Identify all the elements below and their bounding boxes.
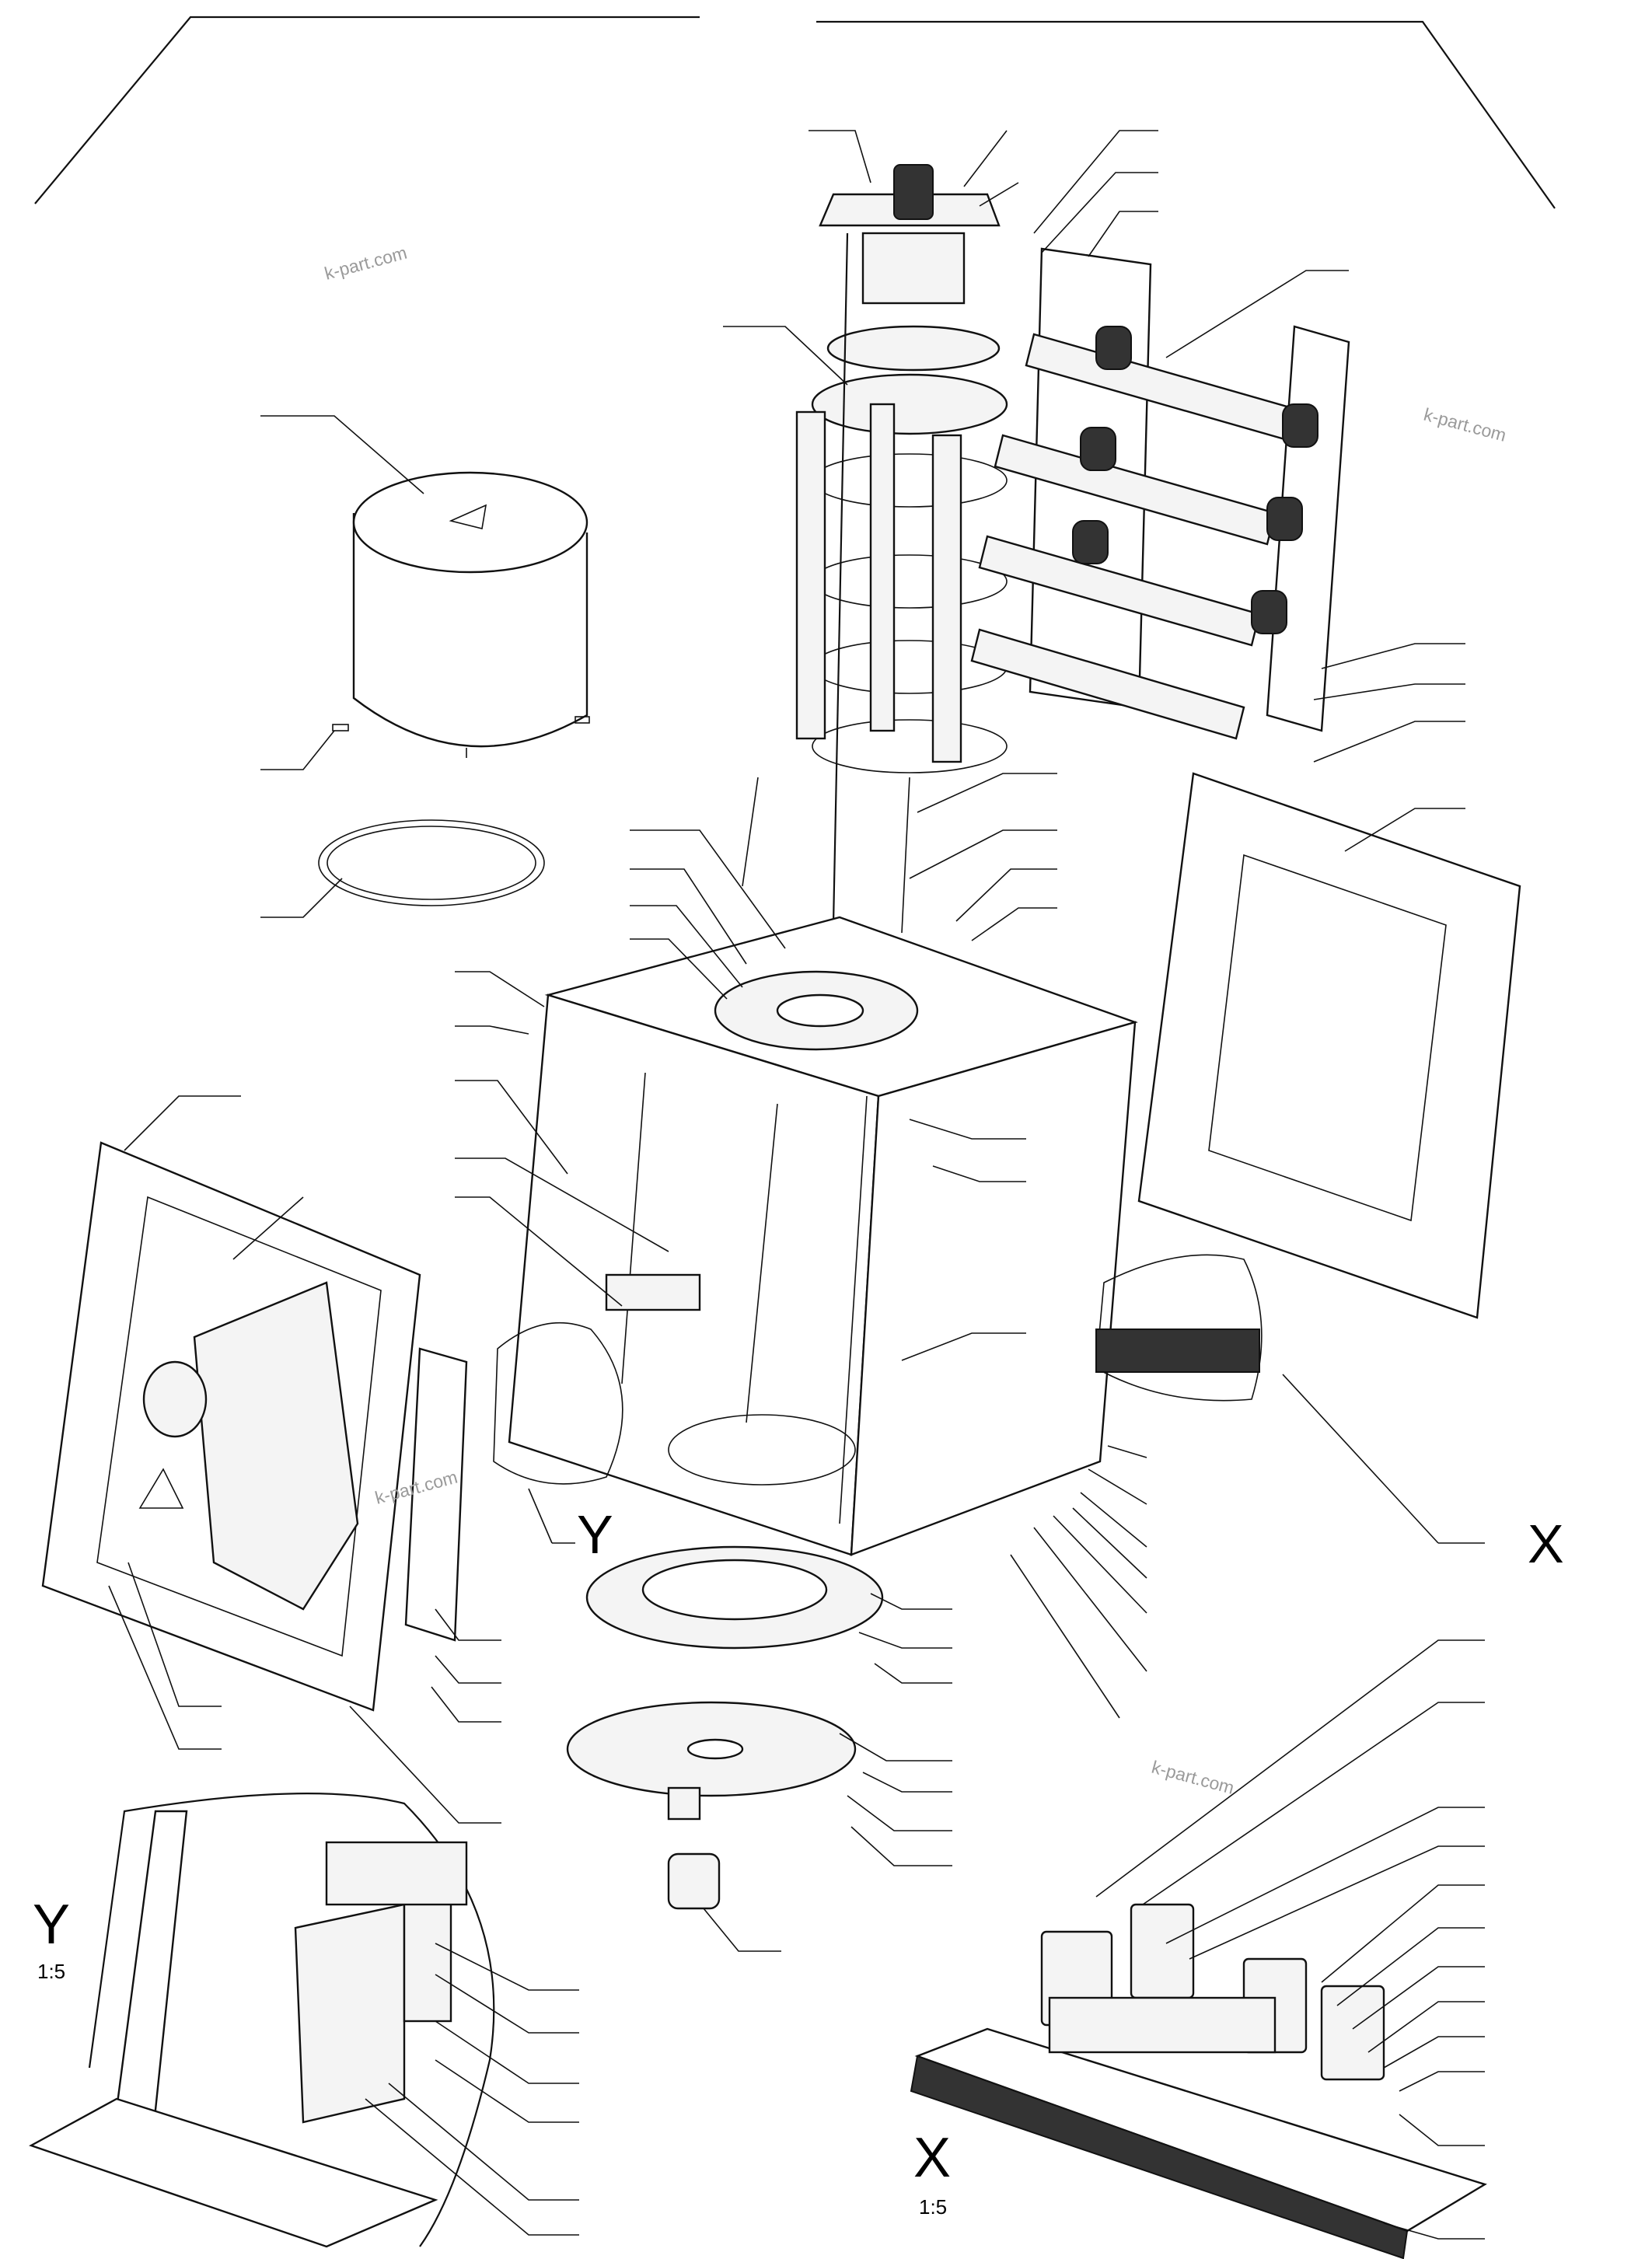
detail-y-letter: Y <box>577 1504 613 1565</box>
watermark-1: k-part.com <box>323 243 410 284</box>
detail-y-preview <box>493 1322 623 1544</box>
insulator-column <box>742 164 1008 1384</box>
detail-y-scale: 1:5 <box>37 1960 65 1983</box>
main-housing <box>508 916 1138 1556</box>
cylinder-cover <box>332 471 590 758</box>
bottom-flange <box>585 1545 884 1650</box>
base-plate <box>566 1701 857 1910</box>
top-frame-lines <box>34 16 1556 209</box>
side-cover-plate <box>1137 772 1521 1319</box>
terminal-strip <box>404 1347 468 1642</box>
detail-x-letter: X <box>1528 1514 1564 1574</box>
sealing-ring <box>318 819 545 906</box>
detail-x-scale: 1:5 <box>919 2195 947 2219</box>
detail-x-view-letter: X <box>913 2127 951 2189</box>
detail-x-view <box>910 1903 1487 2259</box>
front-cover <box>41 1141 421 1712</box>
detail-x-preview <box>1095 1254 1485 1544</box>
watermark-2: k-part.com <box>1422 404 1509 445</box>
watermark-4: k-part.com <box>1150 1757 1237 1798</box>
switch-assembly <box>970 247 1350 740</box>
detail-y-view-letter: Y <box>33 1894 70 1956</box>
detail-y-view <box>29 1793 495 2248</box>
leader-lines <box>108 130 1485 2240</box>
